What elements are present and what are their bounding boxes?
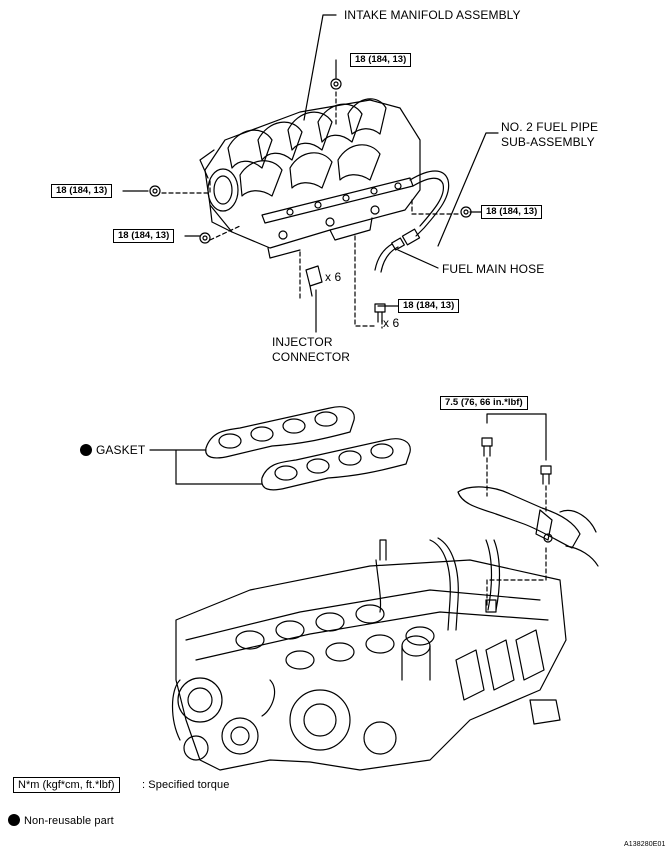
injector-label-line2: CONNECTOR: [272, 350, 351, 364]
torque-box-left-upper: 18 (184, 13): [51, 184, 113, 198]
torque-box-bracket: 7.5 (76, 66 in.*lbf): [440, 396, 528, 410]
fuel-main-hose-label: FUEL MAIN HOSE: [442, 262, 545, 276]
fuel-pipe-label-line1: NO. 2 FUEL PIPE: [501, 120, 599, 134]
nut-right: [460, 206, 472, 218]
nut-left-upper: [149, 185, 161, 197]
bolt-lower: [374, 303, 386, 323]
non-reusable-dot-icon: [80, 444, 92, 456]
gasket-upper: [205, 406, 355, 459]
nut-left-lower: [199, 232, 211, 244]
gasket-label-text: GASKET: [96, 443, 146, 457]
gasket-label: GASKET: [80, 443, 145, 457]
nut-top: [330, 78, 342, 90]
bracket-part: [457, 486, 599, 567]
fuel-pipe-label-line2: SUB-ASSEMBLY: [501, 135, 595, 149]
torque-box-top: 18 (184, 13): [350, 53, 412, 67]
injector-count-label: x 6: [325, 270, 342, 284]
torque-box-bolt: 18 (184, 13): [398, 299, 460, 313]
legend-nonreusable-text: Non-reusable part: [24, 815, 114, 827]
intake-manifold-drawing: [199, 98, 450, 273]
gasket-lower: [261, 438, 411, 491]
bolt-bracket-left: [481, 437, 493, 457]
figure-id: A138280E01: [624, 841, 666, 848]
torque-box-left-lower: 18 (184, 13): [113, 229, 175, 243]
bolt-count-label: x 6: [383, 316, 400, 330]
non-reusable-dot-icon: [8, 814, 20, 826]
legend-torque-desc: : Specified torque: [142, 779, 230, 791]
legend-nonreusable: Non-reusable part: [8, 814, 114, 828]
injector-connector-part: [305, 265, 323, 297]
bolt-bracket-right: [540, 465, 552, 485]
engine-block-drawing: [171, 537, 567, 771]
torque-box-right: 18 (184, 13): [481, 205, 543, 219]
intake-manifold-label: INTAKE MANIFOLD ASSEMBLY: [344, 8, 521, 22]
injector-label-line1: INJECTOR: [272, 335, 333, 349]
leader-intake: [303, 14, 337, 121]
legend-torque-unit-box: N*m (kgf*cm, ft.*lbf): [13, 777, 120, 793]
